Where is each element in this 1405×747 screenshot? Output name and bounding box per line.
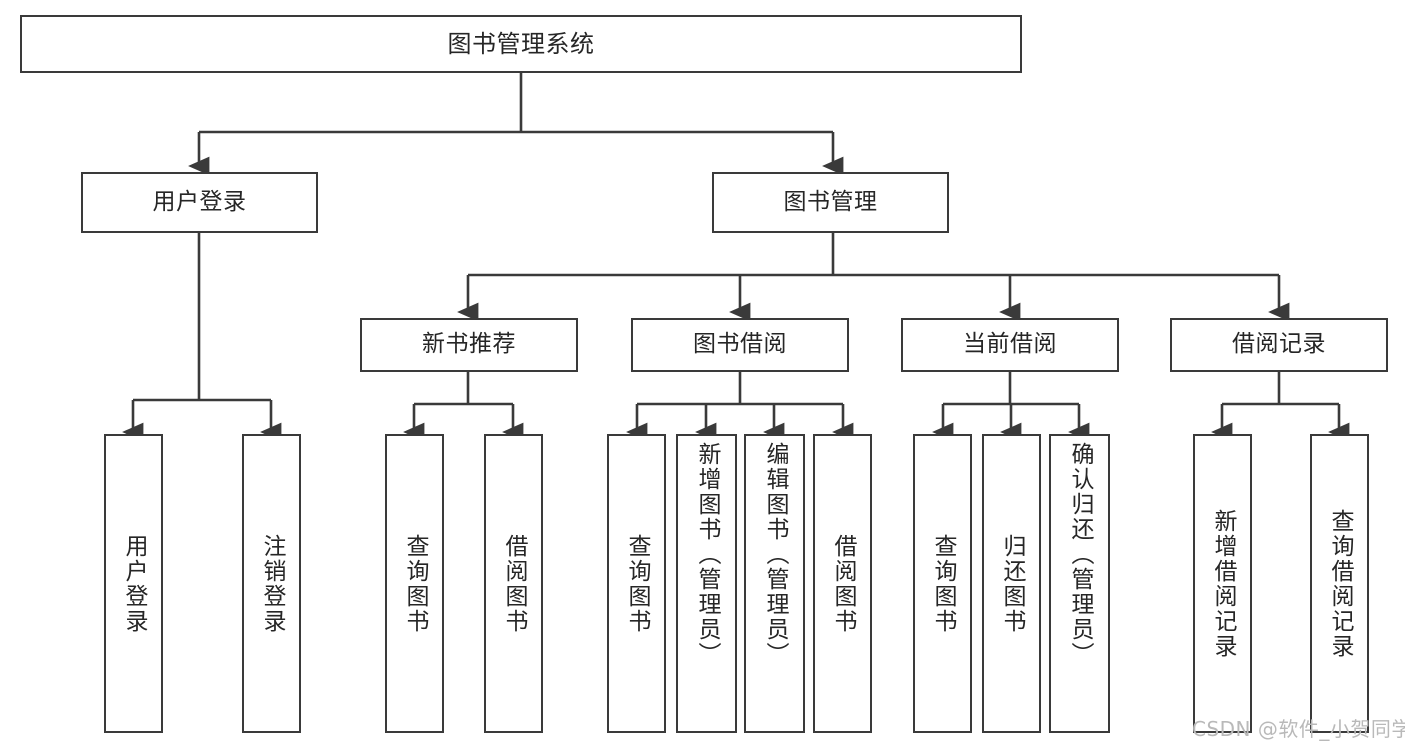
node-leaf-query-book-a[interactable]: 查询图书 bbox=[385, 434, 444, 733]
node-root[interactable]: 图书管理系统 bbox=[20, 15, 1022, 73]
node-leaf-query-record[interactable]: 查询借阅记录 bbox=[1310, 434, 1369, 733]
node-new-book-recommend[interactable]: 新书推荐 bbox=[360, 318, 578, 372]
node-new-book-recommend-label: 新书推荐 bbox=[422, 331, 516, 358]
node-borrow-record[interactable]: 借阅记录 bbox=[1170, 318, 1388, 372]
node-leaf-query-book-a-label: 查询图书 bbox=[402, 533, 428, 634]
node-leaf-borrow-book-b-label: 借阅图书 bbox=[830, 533, 856, 634]
node-leaf-confirm-return-label: 确认归还（管理员） bbox=[1067, 442, 1093, 667]
node-leaf-return-book-label: 归还图书 bbox=[999, 533, 1025, 634]
node-leaf-borrow-book-b[interactable]: 借阅图书 bbox=[813, 434, 872, 733]
node-user-login[interactable]: 用户登录 bbox=[81, 172, 318, 233]
node-leaf-logout[interactable]: 注销登录 bbox=[242, 434, 301, 733]
node-leaf-add-record-label: 新增借阅记录 bbox=[1210, 508, 1236, 659]
node-leaf-add-book[interactable]: 新增图书（管理员） bbox=[676, 434, 737, 733]
node-book-manage-label: 图书管理 bbox=[783, 188, 878, 215]
node-leaf-user-login-label: 用户登录 bbox=[121, 533, 147, 634]
node-leaf-add-record[interactable]: 新增借阅记录 bbox=[1193, 434, 1252, 733]
node-book-borrow-label: 图书借阅 bbox=[693, 331, 787, 358]
node-root-label: 图书管理系统 bbox=[447, 29, 595, 58]
node-current-borrow-label: 当前借阅 bbox=[963, 331, 1057, 358]
node-leaf-return-book[interactable]: 归还图书 bbox=[982, 434, 1041, 733]
node-leaf-edit-book[interactable]: 编辑图书（管理员） bbox=[744, 434, 805, 733]
node-leaf-user-login[interactable]: 用户登录 bbox=[104, 434, 163, 733]
node-leaf-edit-book-label: 编辑图书（管理员） bbox=[762, 442, 788, 667]
node-book-borrow[interactable]: 图书借阅 bbox=[631, 318, 849, 372]
node-leaf-query-book-c[interactable]: 查询图书 bbox=[913, 434, 972, 733]
node-leaf-query-book-b-label: 查询图书 bbox=[624, 533, 650, 634]
node-leaf-logout-label: 注销登录 bbox=[259, 533, 285, 634]
node-borrow-record-label: 借阅记录 bbox=[1232, 331, 1326, 358]
node-leaf-query-book-b[interactable]: 查询图书 bbox=[607, 434, 666, 733]
node-current-borrow[interactable]: 当前借阅 bbox=[901, 318, 1119, 372]
node-leaf-borrow-book-a[interactable]: 借阅图书 bbox=[484, 434, 543, 733]
watermark: CSDN @软件_小贺同学 bbox=[1192, 717, 1405, 741]
node-leaf-query-record-label: 查询借阅记录 bbox=[1327, 508, 1353, 659]
node-user-login-label: 用户登录 bbox=[152, 188, 247, 215]
node-leaf-confirm-return[interactable]: 确认归还（管理员） bbox=[1049, 434, 1110, 733]
node-book-manage[interactable]: 图书管理 bbox=[712, 172, 949, 233]
node-leaf-query-book-c-label: 查询图书 bbox=[930, 533, 956, 634]
node-leaf-borrow-book-a-label: 借阅图书 bbox=[501, 533, 527, 634]
node-leaf-add-book-label: 新增图书（管理员） bbox=[694, 442, 720, 667]
